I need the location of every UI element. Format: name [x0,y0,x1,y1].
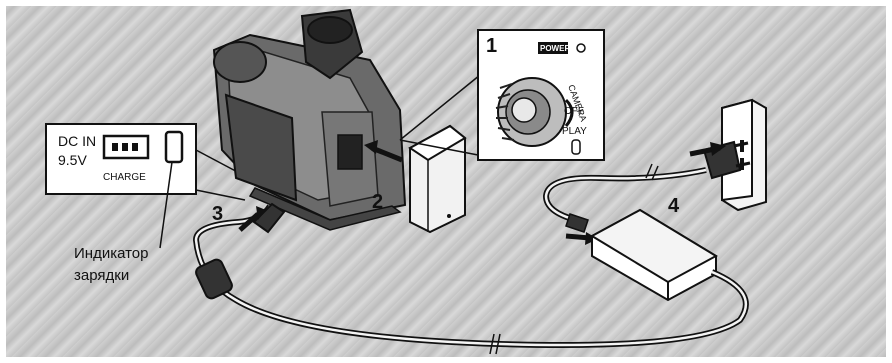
charge-indicator-label-line2: зарядки [74,267,129,284]
charge-lamp [164,130,184,164]
step-3-number: 3 [212,203,223,225]
lens [213,41,267,83]
off-mode-label: OFF [564,106,584,117]
ferrite-core [195,258,233,300]
battery-slot [337,134,363,170]
play-mode-label: PLAY [562,126,587,137]
dc-in-callout: DC IN 9.5V CHARGE [45,123,197,195]
voltage-label: 9.5V [58,152,87,168]
indicator-pointer-line [159,161,173,249]
camcorder [212,8,407,231]
adapter-ac-connector [565,213,589,233]
step-1-number: 1 [486,35,497,57]
step-2-number: 2 [372,191,383,213]
ac-adapter [589,208,719,302]
charge-indicator-label-line1: Индикатор [74,245,149,262]
power-dial-callout: 1 POWER CAMERA OFF PLAY [477,29,605,161]
dc-insert-arrow [238,212,260,232]
lcd-panel [224,93,298,202]
wall-outlet [721,98,767,212]
step-4-number: 4 [668,195,680,217]
power-lamp [576,43,586,53]
dc-in-label: DC IN [58,133,96,149]
charge-label: CHARGE [103,172,146,183]
power-label: POWER [540,44,570,53]
battery-insert-arrow [371,145,403,163]
battery-pack [408,124,467,234]
